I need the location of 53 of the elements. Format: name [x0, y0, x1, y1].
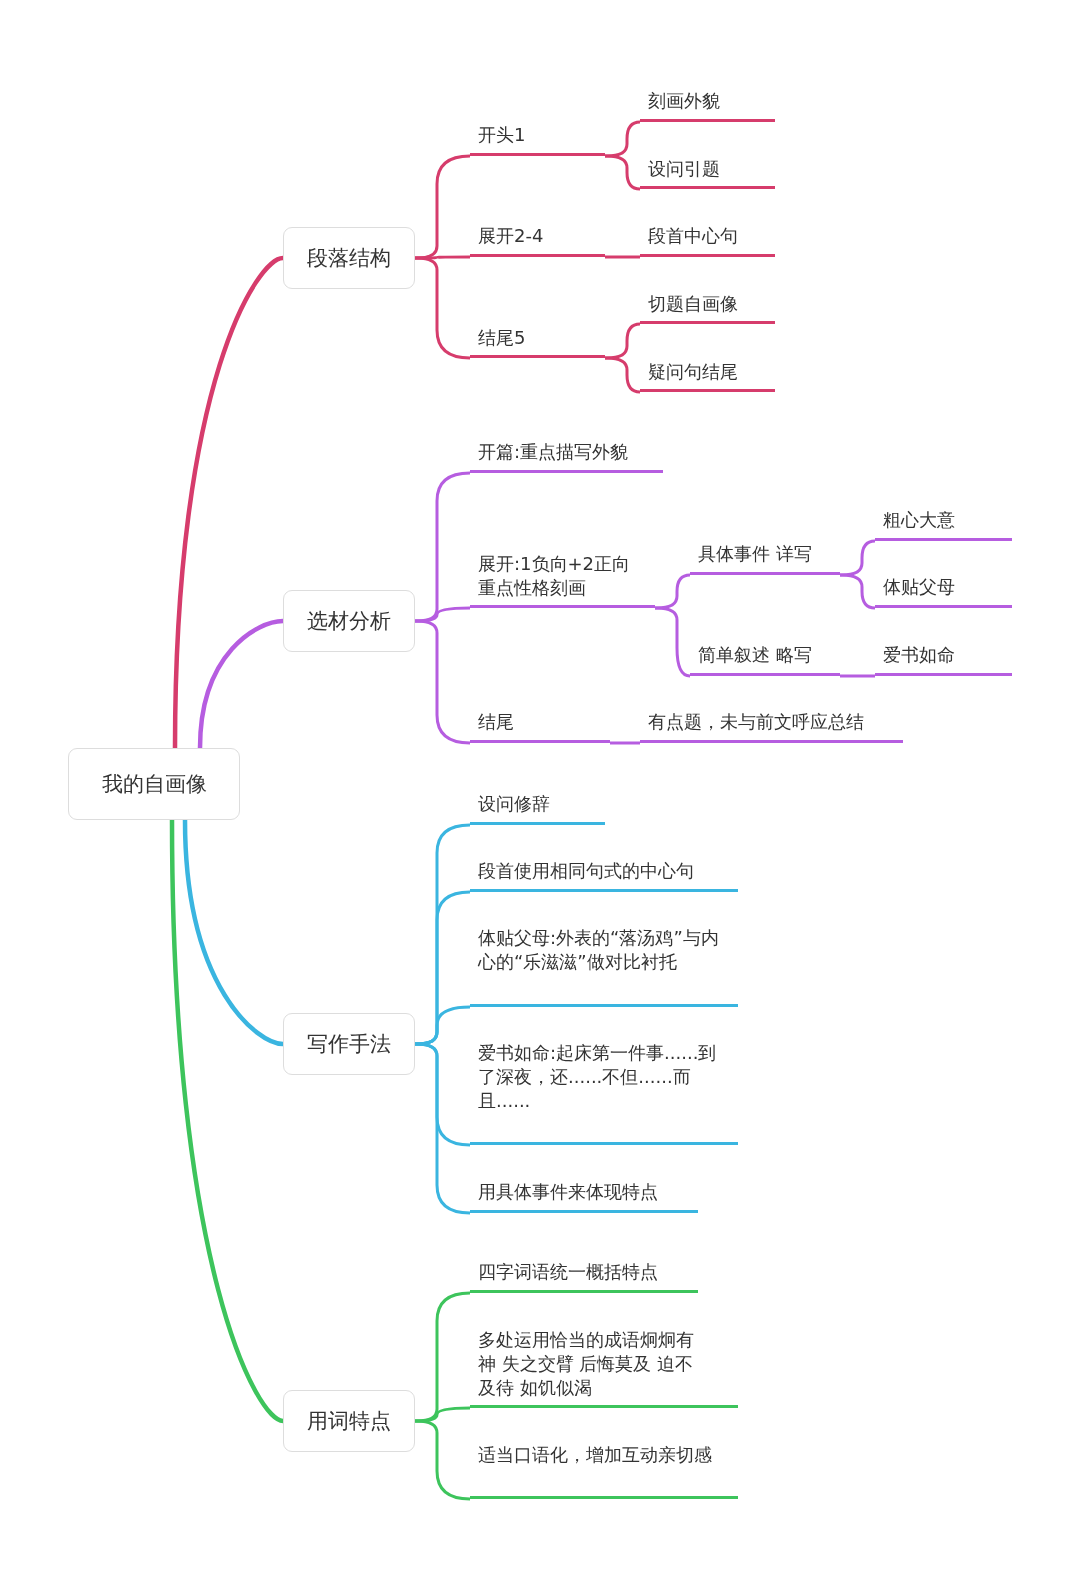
- topic-box: 选材分析: [283, 590, 415, 652]
- branch-line: [605, 154, 641, 191]
- topic-box: 我的自画像: [68, 748, 240, 820]
- branch-line: [840, 674, 875, 678]
- branch-line: [172, 255, 284, 749]
- branch-label: 段首使用相同句式的中心句: [470, 859, 738, 892]
- branch-line: [415, 255, 470, 260]
- topic-box: 段落结构: [283, 227, 415, 289]
- topic-box: 用词特点: [283, 1390, 415, 1452]
- branch-line: [197, 618, 284, 749]
- branch-label: 切题自画像: [640, 292, 775, 324]
- branch-label: 四字词语统一概括特点: [470, 1260, 698, 1293]
- branch-label: 疑问句结尾: [640, 360, 775, 392]
- branch-line: [840, 573, 876, 610]
- branch-label: 爱书如命: [875, 643, 1012, 676]
- branch-line: [610, 741, 640, 745]
- branch-label: 开头1: [470, 123, 605, 156]
- branch-label: 具体事件 详写: [690, 542, 840, 575]
- branch-line: [415, 1005, 471, 1046]
- branch-label: 粗心大意: [875, 508, 1012, 541]
- branch-line: [415, 619, 471, 745]
- branch-label: 段首中心句: [640, 224, 775, 257]
- branch-line: [415, 1406, 470, 1423]
- branch-label: 有点题，未与前文呼应总结: [640, 710, 903, 743]
- branch-label: 用具体事件来体现特点: [470, 1180, 698, 1213]
- branch-label: 体贴父母:外表的“落汤鸡”与内心的“乐滋滋”做对比衬托: [470, 926, 738, 1007]
- branch-line: [169, 819, 284, 1424]
- branch-line: [655, 606, 691, 678]
- branch-label: 开篇:重点描写外貌: [470, 440, 663, 473]
- branch-label: 展开2-4: [470, 224, 605, 257]
- branch-line: [605, 322, 641, 360]
- branch-line: [415, 256, 471, 360]
- branch-line: [605, 120, 641, 158]
- branch-label: 体贴父母: [875, 575, 1012, 608]
- branch-line: [840, 539, 876, 577]
- branch-line: [182, 819, 284, 1047]
- branch-label: 适当口语化，增加互动亲切感: [470, 1443, 738, 1499]
- branch-label: 多处运用恰当的成语炯炯有神 失之交臂 后悔莫及 迫不及待 如饥似渴: [470, 1328, 738, 1408]
- branch-line: [605, 255, 640, 259]
- topic-box: 写作手法: [283, 1013, 415, 1075]
- branch-line: [415, 1419, 471, 1501]
- branch-label: 爱书如命:起床第一件事......到了深夜，还......不但......而且......: [470, 1041, 738, 1145]
- branch-label: 简单叙述 略写: [690, 643, 840, 676]
- branch-line: [655, 573, 691, 610]
- branch-line: [605, 356, 641, 394]
- branch-label: 展开:1负向+2正向重点性格刻画: [470, 552, 655, 608]
- branch-label: 刻画外貌: [640, 89, 775, 122]
- branch-label: 结尾: [470, 710, 610, 743]
- branch-label: 设问引题: [640, 157, 775, 189]
- branch-line: [415, 606, 470, 623]
- branch-label: 设问修辞: [470, 792, 605, 825]
- branch-label: 结尾5: [470, 326, 605, 358]
- branch-line: [415, 1042, 471, 1215]
